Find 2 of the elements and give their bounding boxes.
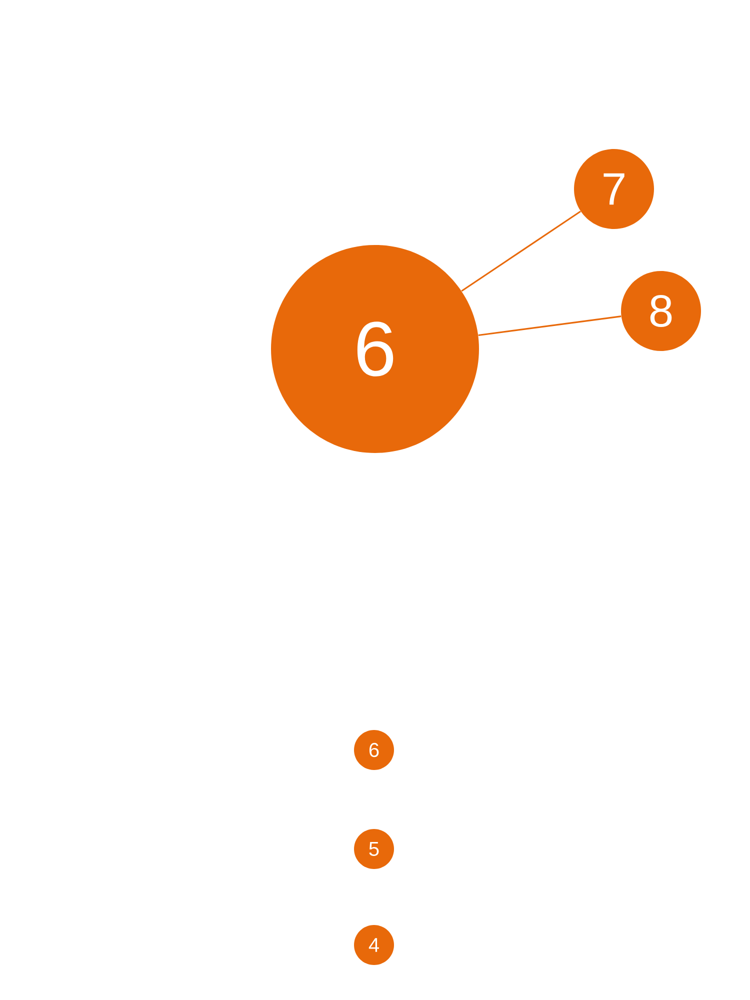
connector-line [461,210,581,292]
connector-line [478,316,622,336]
